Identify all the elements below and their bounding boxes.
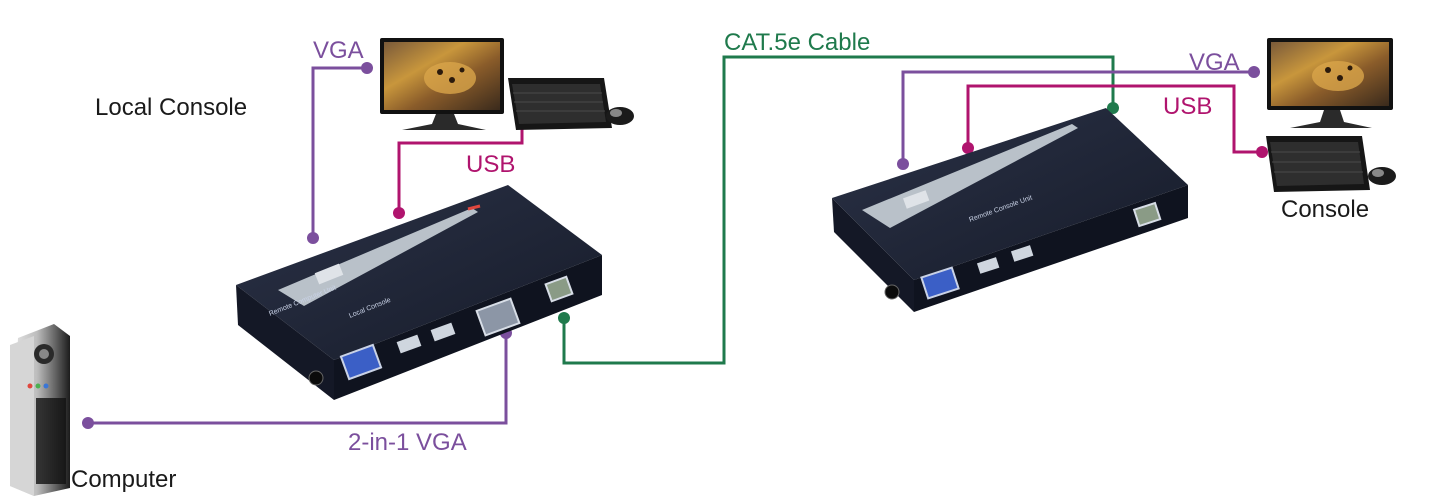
local-rj45-port xyxy=(544,275,574,303)
local-vga-port xyxy=(339,343,383,381)
remote-rj45-port xyxy=(1132,201,1162,228)
wire-usb-remote-end-b xyxy=(1256,146,1268,158)
label-vga-2in1: 2-in-1 VGA xyxy=(348,429,467,456)
label-usb-local: USB xyxy=(466,151,515,178)
pc-tower-icon xyxy=(10,324,70,496)
local-monitor-icon xyxy=(380,38,504,130)
local-usb-port-1 xyxy=(396,334,422,354)
remote-usb-port-1 xyxy=(976,257,1000,274)
label-vga-local: VGA xyxy=(313,37,364,64)
remote-mouse-icon xyxy=(1368,167,1396,185)
wire-usb-remote xyxy=(966,84,1262,154)
label-vga-remote: VGA xyxy=(1189,49,1240,76)
wire-vga-local xyxy=(311,66,367,238)
local-mouse-icon xyxy=(606,107,634,125)
wire-usb-remote-end-a xyxy=(962,142,974,154)
local-vga-in-port xyxy=(475,297,521,337)
wire-usb-local-end-a xyxy=(393,207,405,219)
remote-keyboard-icon xyxy=(1266,136,1370,192)
wire-vga-remote-end-b xyxy=(1248,66,1260,78)
remote-power-jack xyxy=(884,284,900,300)
remote-usb-port-2 xyxy=(1010,245,1034,262)
wire-vga-2in1 xyxy=(88,333,508,425)
remote-monitor-icon xyxy=(1267,38,1393,128)
label-local-console: Local Console xyxy=(95,94,247,121)
wire-vga-2in1-end-a xyxy=(82,417,94,429)
local-usb-port-2 xyxy=(430,322,456,342)
wire-vga-remote-end-a xyxy=(897,158,909,170)
wire-vga-local-end-b xyxy=(361,62,373,74)
local-power-jack xyxy=(308,370,324,386)
remote-unit-led xyxy=(903,190,930,209)
remote-unit: Remote Console Unit xyxy=(832,108,1188,312)
wire-cat5e-end-a xyxy=(558,312,570,324)
wire-vga-remote xyxy=(901,70,1254,164)
remote-vga-port xyxy=(920,266,960,300)
label-usb-remote: USB xyxy=(1163,93,1212,120)
local-unit-led xyxy=(314,263,344,285)
wire-vga-local-end-a xyxy=(307,232,319,244)
label-computer: Computer xyxy=(71,466,176,493)
wire-cat5e xyxy=(562,55,1115,365)
label-cat5e: CAT.5e Cable xyxy=(724,29,870,56)
wire-cat5e-end-b xyxy=(1107,102,1119,114)
local-keyboard-icon xyxy=(508,78,612,130)
label-console: Console xyxy=(1281,196,1369,223)
local-unit: Remote Computer Unit Local Console xyxy=(236,185,602,400)
